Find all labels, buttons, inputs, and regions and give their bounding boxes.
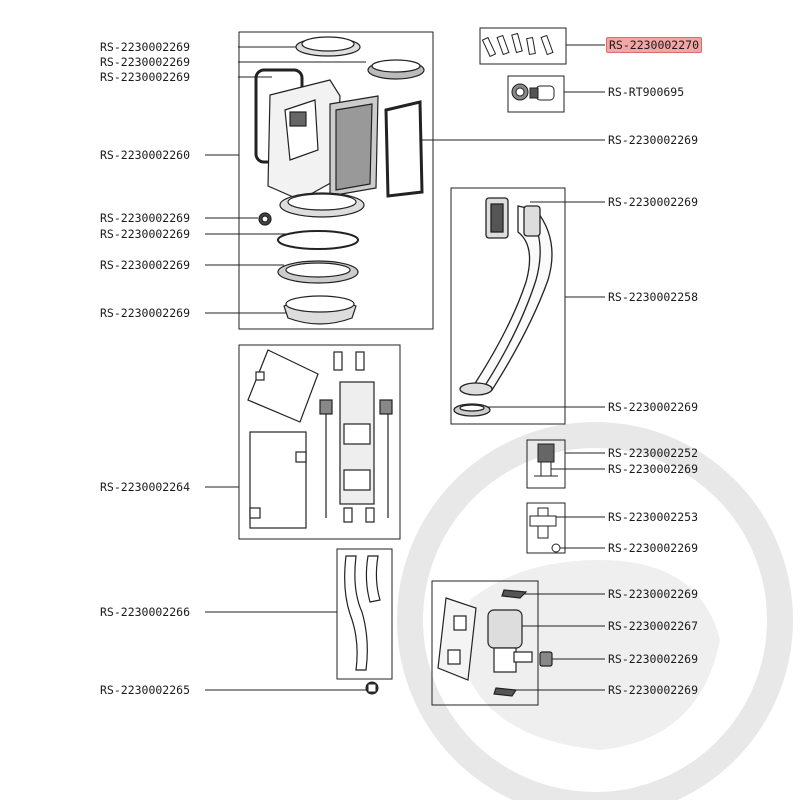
tubes [344,555,381,671]
thin-seal-ring [277,230,359,250]
box-valve [507,75,565,113]
box-heater [238,344,401,540]
part-label-r7[interactable]: RS-2230002252 [608,446,699,460]
part-label-l5[interactable]: RS-2230002269 [100,211,191,225]
leader-lines [205,44,605,691]
tube-long [344,555,368,671]
box-screws [479,27,567,65]
part-label-r3[interactable]: RS-2230002269 [608,133,699,147]
part-label-l10[interactable]: RS-2230002266 [100,605,191,619]
box-tubes [336,548,393,680]
part-label-l9[interactable]: RS-2230002264 [100,480,191,494]
clip-top [501,589,528,599]
box-connector-b [526,502,566,554]
box-hose-arm [450,187,566,425]
part-label-r4[interactable]: RS-2230002269 [608,195,699,209]
part-label-r10[interactable]: RS-2230002269 [608,541,699,555]
part-label-l4[interactable]: RS-2230002260 [100,148,191,162]
part-label-l3[interactable]: RS-2230002269 [100,70,191,84]
connector-b-icon [529,507,561,553]
part-label-r14[interactable]: RS-2230002269 [608,683,699,697]
part-label-r1[interactable]: RS-2230002270 [606,37,703,53]
part-label-l1[interactable]: RS-2230002269 [100,40,191,54]
part-label-r6[interactable]: RS-2230002269 [608,400,699,414]
part-label-l11[interactable]: RS-2230002265 [100,683,191,697]
tank-parts [254,36,425,325]
clip-bottom [493,687,518,697]
ring-watermark-icon [397,422,793,800]
screw-icon [365,681,379,695]
part-label-r2[interactable]: RS-RT900695 [608,85,685,99]
screw-set-icon [481,32,554,58]
box-pump [431,580,539,706]
part-label-r11[interactable]: RS-2230002269 [608,587,699,601]
heater-parts [247,349,393,529]
part-label-r12[interactable]: RS-2230002267 [608,619,699,633]
valve-icon [511,83,555,101]
box-connector-a [526,439,566,489]
hose-arm [453,197,553,417]
part-label-r9[interactable]: RS-2230002253 [608,510,699,524]
part-label-l8[interactable]: RS-2230002269 [100,306,191,320]
insulation-pad-top [247,349,319,423]
part-label-r13[interactable]: RS-2230002269 [608,652,699,666]
pump-fitting [539,651,553,667]
tube-short [365,555,381,603]
part-label-r5[interactable]: RS-2230002258 [608,290,699,304]
pump-body [487,609,523,649]
tank-gasket-right [384,100,424,198]
connector-a-icon [534,443,558,477]
part-label-r8[interactable]: RS-2230002269 [608,462,699,476]
box-tank-assembly [238,31,434,330]
pump-parts [437,589,553,697]
part-label-l7[interactable]: RS-2230002269 [100,258,191,272]
part-label-l6[interactable]: RS-2230002269 [100,227,191,241]
part-label-l2[interactable]: RS-2230002269 [100,55,191,69]
